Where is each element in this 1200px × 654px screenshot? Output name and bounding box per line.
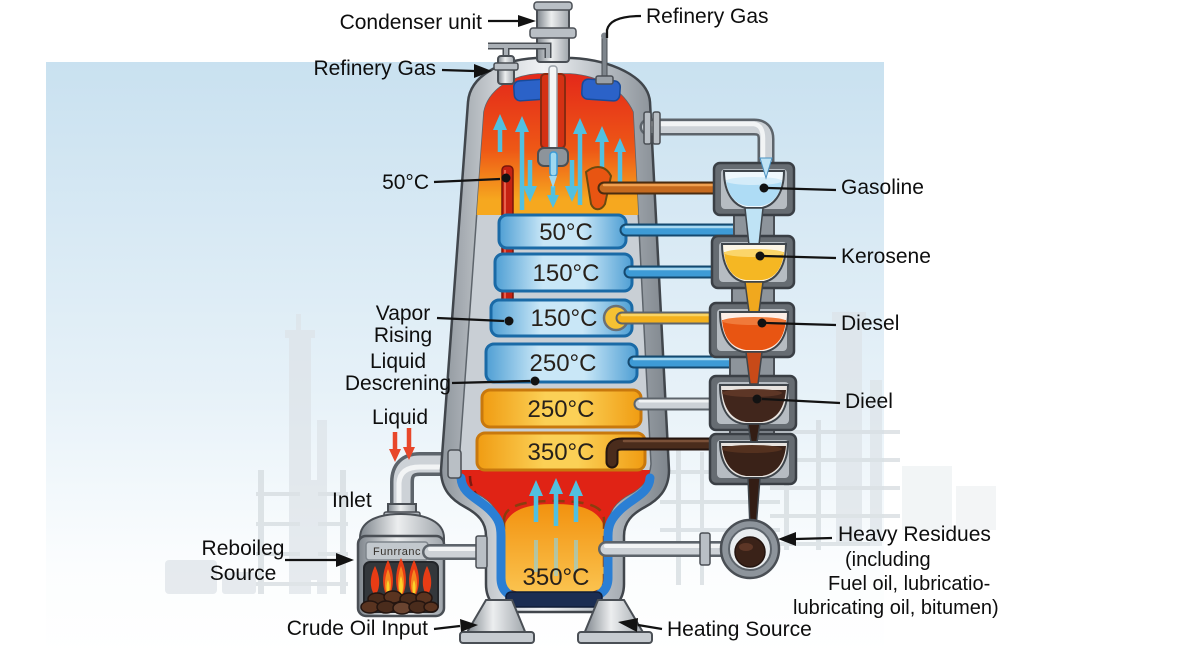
flame-icon [370,558,432,598]
blue-draw-pipe-2 [623,265,721,279]
furnace-label: Funrranc [373,546,421,558]
dieel-feed-pipe [633,397,729,411]
heavy-residues-label-2: (including [845,549,931,571]
bottoms-pipe [598,532,734,566]
dieel-label: Dieel [845,390,893,413]
gasoline-label: Gasoline [841,176,924,199]
furnace: Funrranc [356,503,446,618]
tray-150c-a: 150°C [493,252,634,293]
heavy-residues-label-4: lubricating oil, bitumen) [793,597,999,619]
diesel-feed-pipe [602,304,729,332]
heating-source-label: Heating Source [667,618,812,641]
refinery-gas-top-label: Refinery Gas [646,5,769,28]
svg-text:150°C: 150°C [533,260,600,287]
reboiler-pipe-flange [475,535,488,569]
svg-text:150°C: 150°C [531,305,598,332]
liquid-descending-label-2: Descrening [345,372,451,395]
dieel-cup [718,384,790,443]
condenser-internal [537,65,569,188]
condensate-down-arrows [523,160,579,208]
tray-50c: 50°C [497,213,628,250]
collection-train [708,157,798,580]
tray-250c-a: 250°C [484,342,639,384]
diesel-cup [718,311,790,385]
tray-350c: 350°C [475,431,647,472]
liquid-descending-label-1: Liquid [370,350,426,373]
diesel-label: Diesel [841,312,899,335]
vapor-rising-label-2: Rising [374,324,432,347]
liquid-label: Liquid [372,406,428,429]
temp-50-label: 50°C [382,171,429,194]
refinery-gas-stub-right [595,32,614,85]
tray-250c-b: 250°C [480,388,643,429]
annotations: Condenser unit Refinery Gas Refinery Gas… [202,5,999,641]
heavy-residue-pot [719,518,781,580]
inlet-pipe [390,452,482,536]
vapor-up-arrows [493,114,626,210]
coal-bed [360,590,439,615]
svg-text:250°C: 250°C [530,350,597,377]
inlet-pipe-collar [447,449,462,479]
tray-temp: 50°C [539,219,593,246]
heavy-residues-label-3: Fuel oil, lubricatio- [828,573,990,595]
hot-condensate-pipe [597,181,729,195]
bulb-blue-rim-right [585,473,655,603]
heavy-residues-label-1: Heavy Residues [838,523,991,546]
refinery-gas-valve-left [488,42,552,85]
bottom-vapor-arrows [529,478,583,526]
gasoline-overhead-pipe [639,111,775,177]
condenser-unit-label: Condenser unit [340,11,483,34]
kerosene-label: Kerosene [841,245,931,268]
distillation-column: 50°C 150°C 150°C 250°C 250°C 350°C [439,56,671,644]
reboiler-label-1: Reboileg [202,537,285,560]
svg-text:350°C: 350°C [528,439,595,466]
bulb-temp: 350°C [523,564,590,591]
crude-oil-input-label: Crude Oil Input [287,617,428,640]
reboiler-label-2: Source [210,562,277,585]
refinery-gas-left-label: Refinery Gas [313,57,436,80]
kerosene-cup [720,243,788,313]
arrowhead [518,15,536,27]
vapor-rising-label-1: Vapor [376,302,430,325]
bulb-blue-rim-left [456,473,523,603]
liquid-down-arrows [389,428,415,462]
condenser-stack [529,1,577,63]
blue-draw-pipe-3 [627,355,737,369]
bulb-vapor-arrows [534,538,578,576]
svg-text:250°C: 250°C [528,396,595,423]
bulb-base-plate [505,591,603,608]
inlet-label: Inlet [332,489,372,512]
residue-draw-pipe [605,437,729,469]
